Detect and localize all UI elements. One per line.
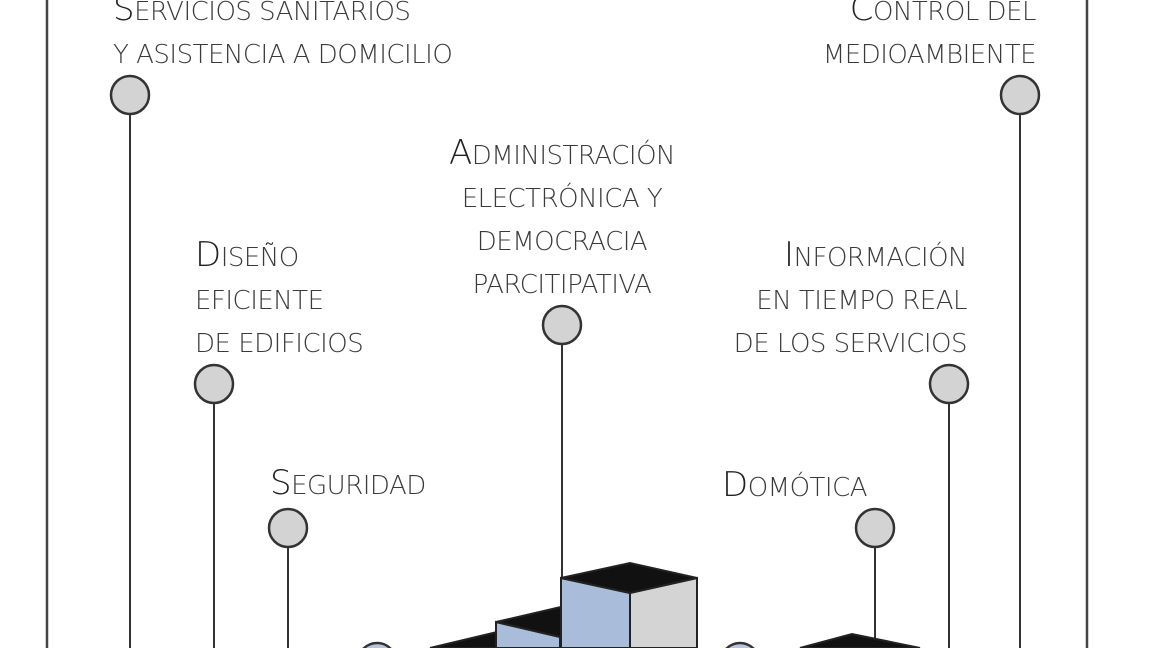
- node-circle-informacion: [928, 363, 970, 405]
- label-control-line-2: MEDIOAMBIENTE: [822, 40, 1037, 70]
- label-informacion-line-3: DE LOS SERVICIOS: [733, 329, 968, 359]
- label-administracion: ADMINISTRACIÓN ELECTRÓNICA Y DEMOCRACIA …: [412, 132, 712, 307]
- label-control-line-1: CONTROL DEL: [849, 0, 1037, 29]
- label-informacion-line-1: INFORMACIÓN: [784, 235, 967, 275]
- node-circle-diseno: [193, 363, 235, 405]
- label-administracion-line-1: ADMINISTRACIÓN: [449, 133, 675, 173]
- block-tall-top: [560, 561, 698, 595]
- label-diseno-line-1: DISEÑO: [195, 235, 299, 275]
- label-informacion: INFORMACIÓN EN TIEMPO REAL DE LOS SERVIC…: [733, 234, 968, 366]
- label-servicios: SERVICIOS SANITARIOS Y ASISTENCIA A DOMI…: [113, 0, 453, 77]
- block-low-left-top: [429, 630, 498, 648]
- base-circle-left: [362, 641, 392, 648]
- label-diseno-line-3: DE EDIFICIOS: [195, 329, 364, 359]
- node-circle-domotica: [854, 507, 896, 549]
- node-circle-control: [999, 74, 1041, 116]
- label-domotica-line-1: DOMÓTICA: [722, 465, 868, 505]
- label-servicios-line-2: Y ASISTENCIA A DOMICILIO: [113, 40, 453, 70]
- node-circle-administracion: [541, 304, 583, 346]
- label-control: CONTROL DEL MEDIOAMBIENTE: [822, 0, 1037, 77]
- label-administracion-line-2: ELECTRÓNICA Y: [461, 184, 663, 214]
- label-diseno-line-2: EFICIENTE: [195, 286, 324, 316]
- label-administracion-line-3: DEMOCRACIA: [476, 227, 648, 257]
- node-circle-servicios: [109, 74, 151, 116]
- label-servicios-line-1: SERVICIOS SANITARIOS: [113, 0, 411, 29]
- label-diseno: DISEÑO EFICIENTE DE EDIFICIOS: [195, 234, 364, 366]
- base-circle-right: [725, 641, 755, 648]
- label-seguridad-line-1: SEGURIDAD: [270, 463, 426, 503]
- label-seguridad: SEGURIDAD: [270, 462, 426, 508]
- building-blocks: [429, 561, 921, 648]
- label-domotica: DOMÓTICA: [722, 464, 868, 510]
- block-low-right-top: [799, 632, 921, 648]
- node-circle-seguridad: [267, 507, 309, 549]
- label-administracion-line-4: PARCITIPATIVA: [472, 270, 652, 300]
- label-informacion-line-2: EN TIEMPO REAL: [756, 286, 967, 316]
